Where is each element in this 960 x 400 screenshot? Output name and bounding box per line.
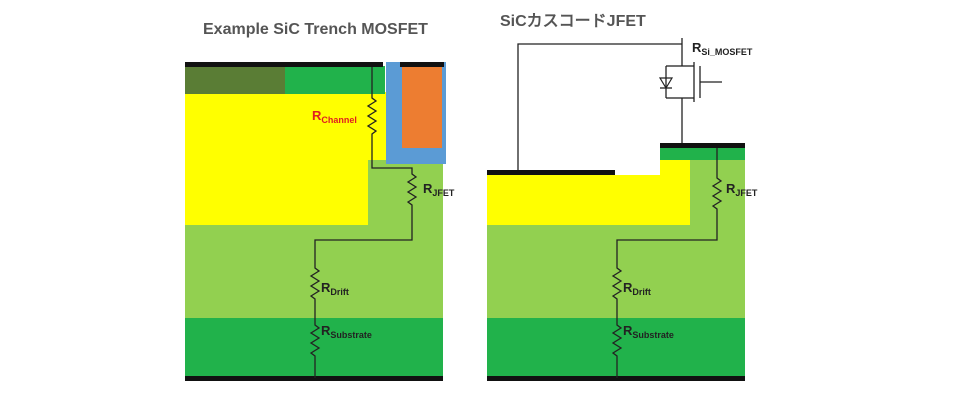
- r-si-mosfet-label: RSi_MOSFET: [692, 40, 753, 57]
- drift-layer: [185, 225, 443, 318]
- p-body-side: [368, 92, 386, 160]
- gate-metal-right: [487, 170, 615, 175]
- source-metal: [185, 62, 383, 67]
- r-drift-label-right: RDrift: [623, 280, 651, 297]
- gate-region-step: [660, 160, 690, 175]
- drain-metal: [185, 376, 443, 381]
- p-plus-region: [185, 66, 285, 94]
- jfet-region: [368, 160, 443, 230]
- drift-layer-right: [487, 225, 745, 318]
- r-substrate-label-left: RSubstrate: [321, 323, 372, 340]
- r-drift-label-left: RDrift: [321, 280, 349, 297]
- trench-mosfet-diagram: Example SiC Trench MOSFET RChannel RJFET…: [185, 21, 455, 381]
- left-title: Example SiC Trench MOSFET: [203, 21, 428, 38]
- cascode-jfet-diagram: SiCカスコードJFET: [487, 12, 758, 381]
- gate-metal: [400, 62, 444, 67]
- substrate-layer: [185, 318, 443, 378]
- gate-region-right: [487, 175, 690, 225]
- source-metal-right: [660, 143, 745, 148]
- trench-gate: [402, 64, 442, 148]
- left-current-path: [309, 67, 418, 378]
- gate-wire: [517, 43, 682, 170]
- n-plus-source-right: [660, 148, 745, 160]
- right-title: SiCカスコードJFET: [500, 12, 646, 30]
- right-current-path: [611, 148, 723, 378]
- substrate-layer-right: [487, 318, 745, 378]
- r-channel-label: RChannel: [312, 108, 357, 125]
- si-mosfet-symbol: [658, 38, 722, 143]
- r-jfet-label-right: RJFET: [726, 181, 758, 198]
- r-jfet-label-left: RJFET: [423, 181, 455, 198]
- r-substrate-label-right: RSubstrate: [623, 323, 674, 340]
- n-plus-source-region: [285, 66, 385, 94]
- p-body-region: [185, 92, 368, 225]
- drain-metal-right: [487, 376, 745, 381]
